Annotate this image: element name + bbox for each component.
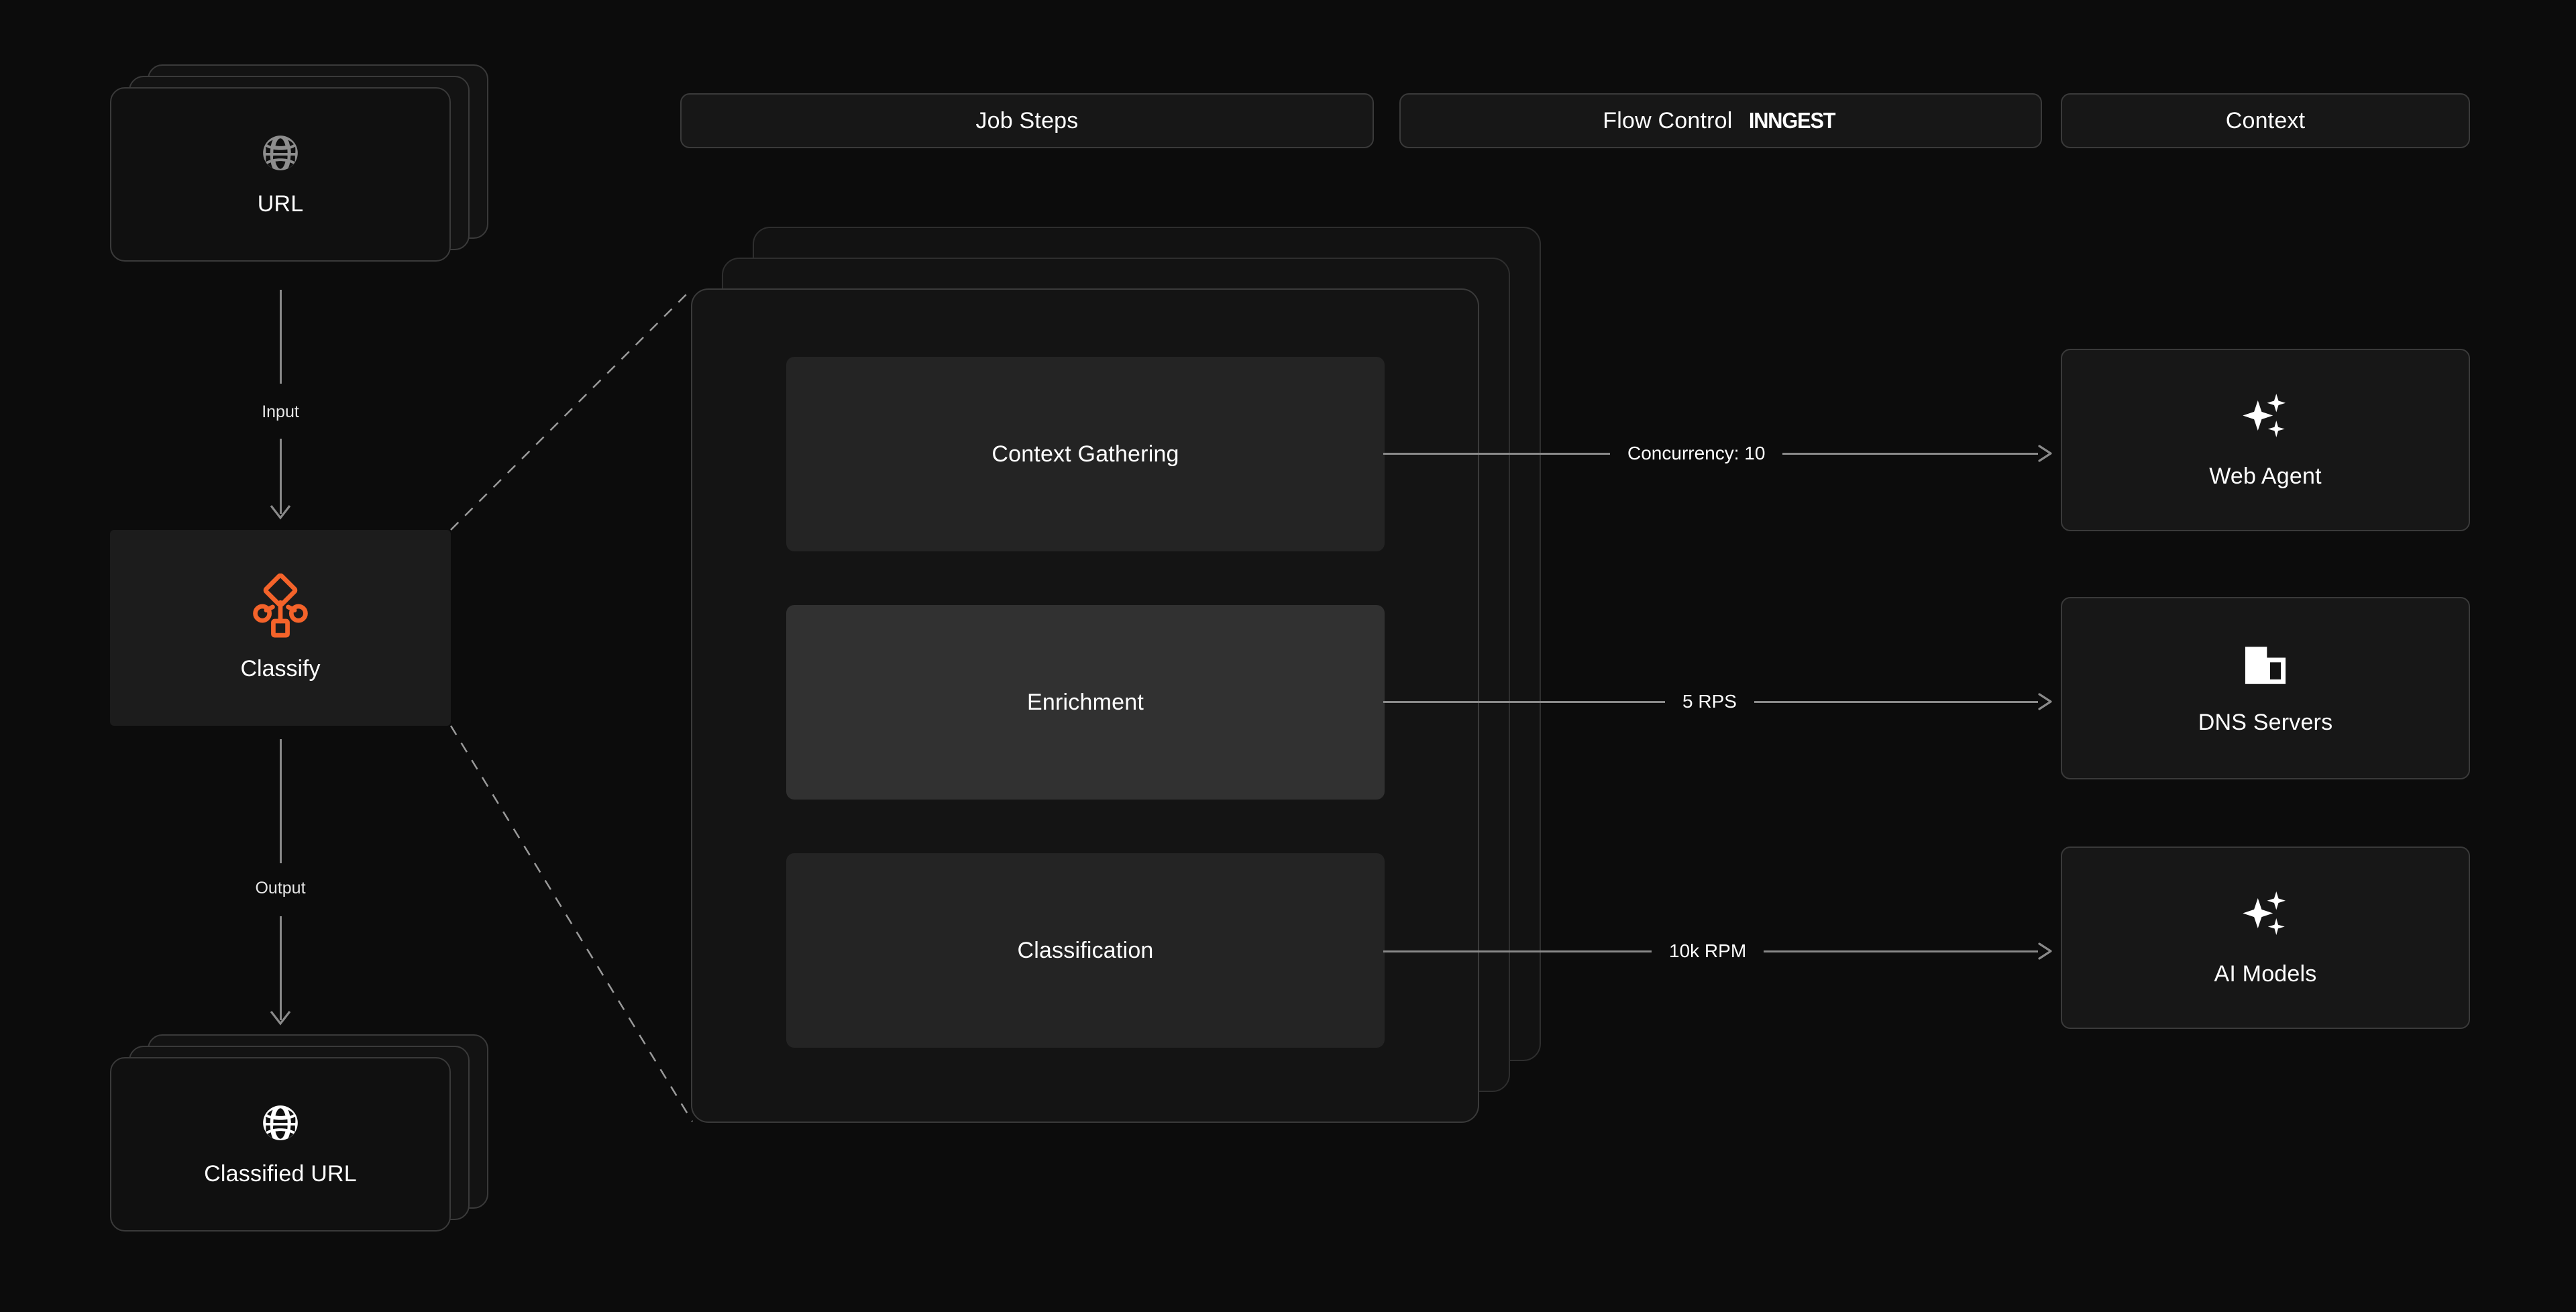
tab-context[interactable]: Context (2061, 93, 2470, 148)
tab-flow-control[interactable]: Flow Control INNGEST (1399, 93, 2042, 148)
globe-icon (260, 132, 301, 174)
flow-arrow-rps: 5 RPS (1383, 688, 2054, 715)
job-step-classification[interactable]: Classification (786, 853, 1385, 1048)
job-step-label: Enrichment (1027, 689, 1144, 715)
context-card-label: AI Models (2214, 961, 2317, 987)
input-card[interactable]: URL (110, 87, 451, 262)
flow-arrow-segment-left (1383, 452, 1610, 455)
job-step-enrichment[interactable]: Enrichment (786, 605, 1385, 800)
inngest-brand-logo: INNGEST (1749, 108, 1836, 133)
flow-arrow-head (2038, 445, 2052, 462)
context-card-dns-servers[interactable]: DNS Servers (2061, 597, 2470, 779)
job-steps-panel-stack: Context Gathering Enrichment Classificat… (691, 227, 1541, 1123)
tab-flow-control-label: Flow Control (1603, 107, 1733, 133)
sparkles-icon (2239, 390, 2292, 447)
job-step-label: Classification (1017, 937, 1154, 963)
flow-arrow-segment-right (1764, 950, 2038, 952)
tab-context-label: Context (2225, 107, 2306, 133)
input-card-label: URL (257, 190, 304, 217)
input-card-stack: URL (110, 64, 488, 262)
flow-arrow-head (2038, 693, 2052, 710)
flow-arrow-segment-left (1383, 950, 1652, 952)
context-card-ai-models[interactable]: AI Models (2061, 846, 2470, 1029)
globe-icon (260, 1102, 301, 1144)
classify-node-label: Classify (240, 656, 321, 681)
output-card-label: Classified URL (204, 1160, 357, 1187)
input-edge-label: Input (262, 402, 299, 421)
workflow-hierarchy-icon (248, 573, 313, 641)
flow-arrow-head (2038, 942, 2052, 960)
output-edge-label: Output (255, 879, 306, 897)
sparkles-icon-svg (2243, 891, 2286, 935)
flow-arrow-label: Concurrency: 10 (1627, 443, 1766, 463)
flow-arrow-segment-right (1754, 700, 2038, 703)
dashed-connector-top (450, 288, 693, 531)
flow-arrow-segment-left (1383, 700, 1665, 703)
context-card-label: Web Agent (2209, 463, 2322, 489)
context-card-label: DNS Servers (2198, 710, 2333, 735)
tab-job-steps[interactable]: Job Steps (680, 93, 1374, 148)
input-edge-arrowhead (270, 505, 291, 520)
globe-icon-svg (263, 135, 298, 170)
input-edge-line-lower (280, 439, 282, 514)
flow-arrow-concurrency: Concurrency: 10 (1383, 440, 2054, 467)
flow-arrow-rpm: 10k RPM (1383, 938, 2054, 965)
job-step-label: Context Gathering (991, 441, 1179, 467)
output-card[interactable]: Classified URL (110, 1057, 451, 1232)
flow-arrow-segment-right (1782, 452, 2038, 455)
building-icon (2241, 641, 2290, 694)
output-edge-arrowhead (270, 1011, 291, 1026)
output-card-stack: Classified URL (110, 1034, 488, 1232)
output-edge-line-lower (280, 916, 282, 1020)
sparkles-icon (2239, 888, 2292, 945)
input-edge-line-upper (280, 290, 282, 384)
tab-job-steps-label: Job Steps (975, 107, 1079, 133)
flow-arrow-label: 5 RPS (1682, 691, 1737, 712)
job-steps-panel[interactable]: Context Gathering Enrichment Classificat… (691, 288, 1479, 1123)
workflow-hierarchy-icon-svg (253, 573, 308, 638)
sparkles-icon-svg (2243, 394, 2286, 437)
output-edge-line-upper (280, 739, 282, 863)
job-step-context-gathering[interactable]: Context Gathering (786, 357, 1385, 551)
context-card-web-agent[interactable]: Web Agent (2061, 349, 2470, 531)
flow-arrow-label: 10k RPM (1669, 940, 1747, 961)
classify-node[interactable]: Classify (110, 530, 451, 726)
building-icon-svg (2245, 647, 2286, 684)
globe-icon-svg (263, 1105, 298, 1140)
